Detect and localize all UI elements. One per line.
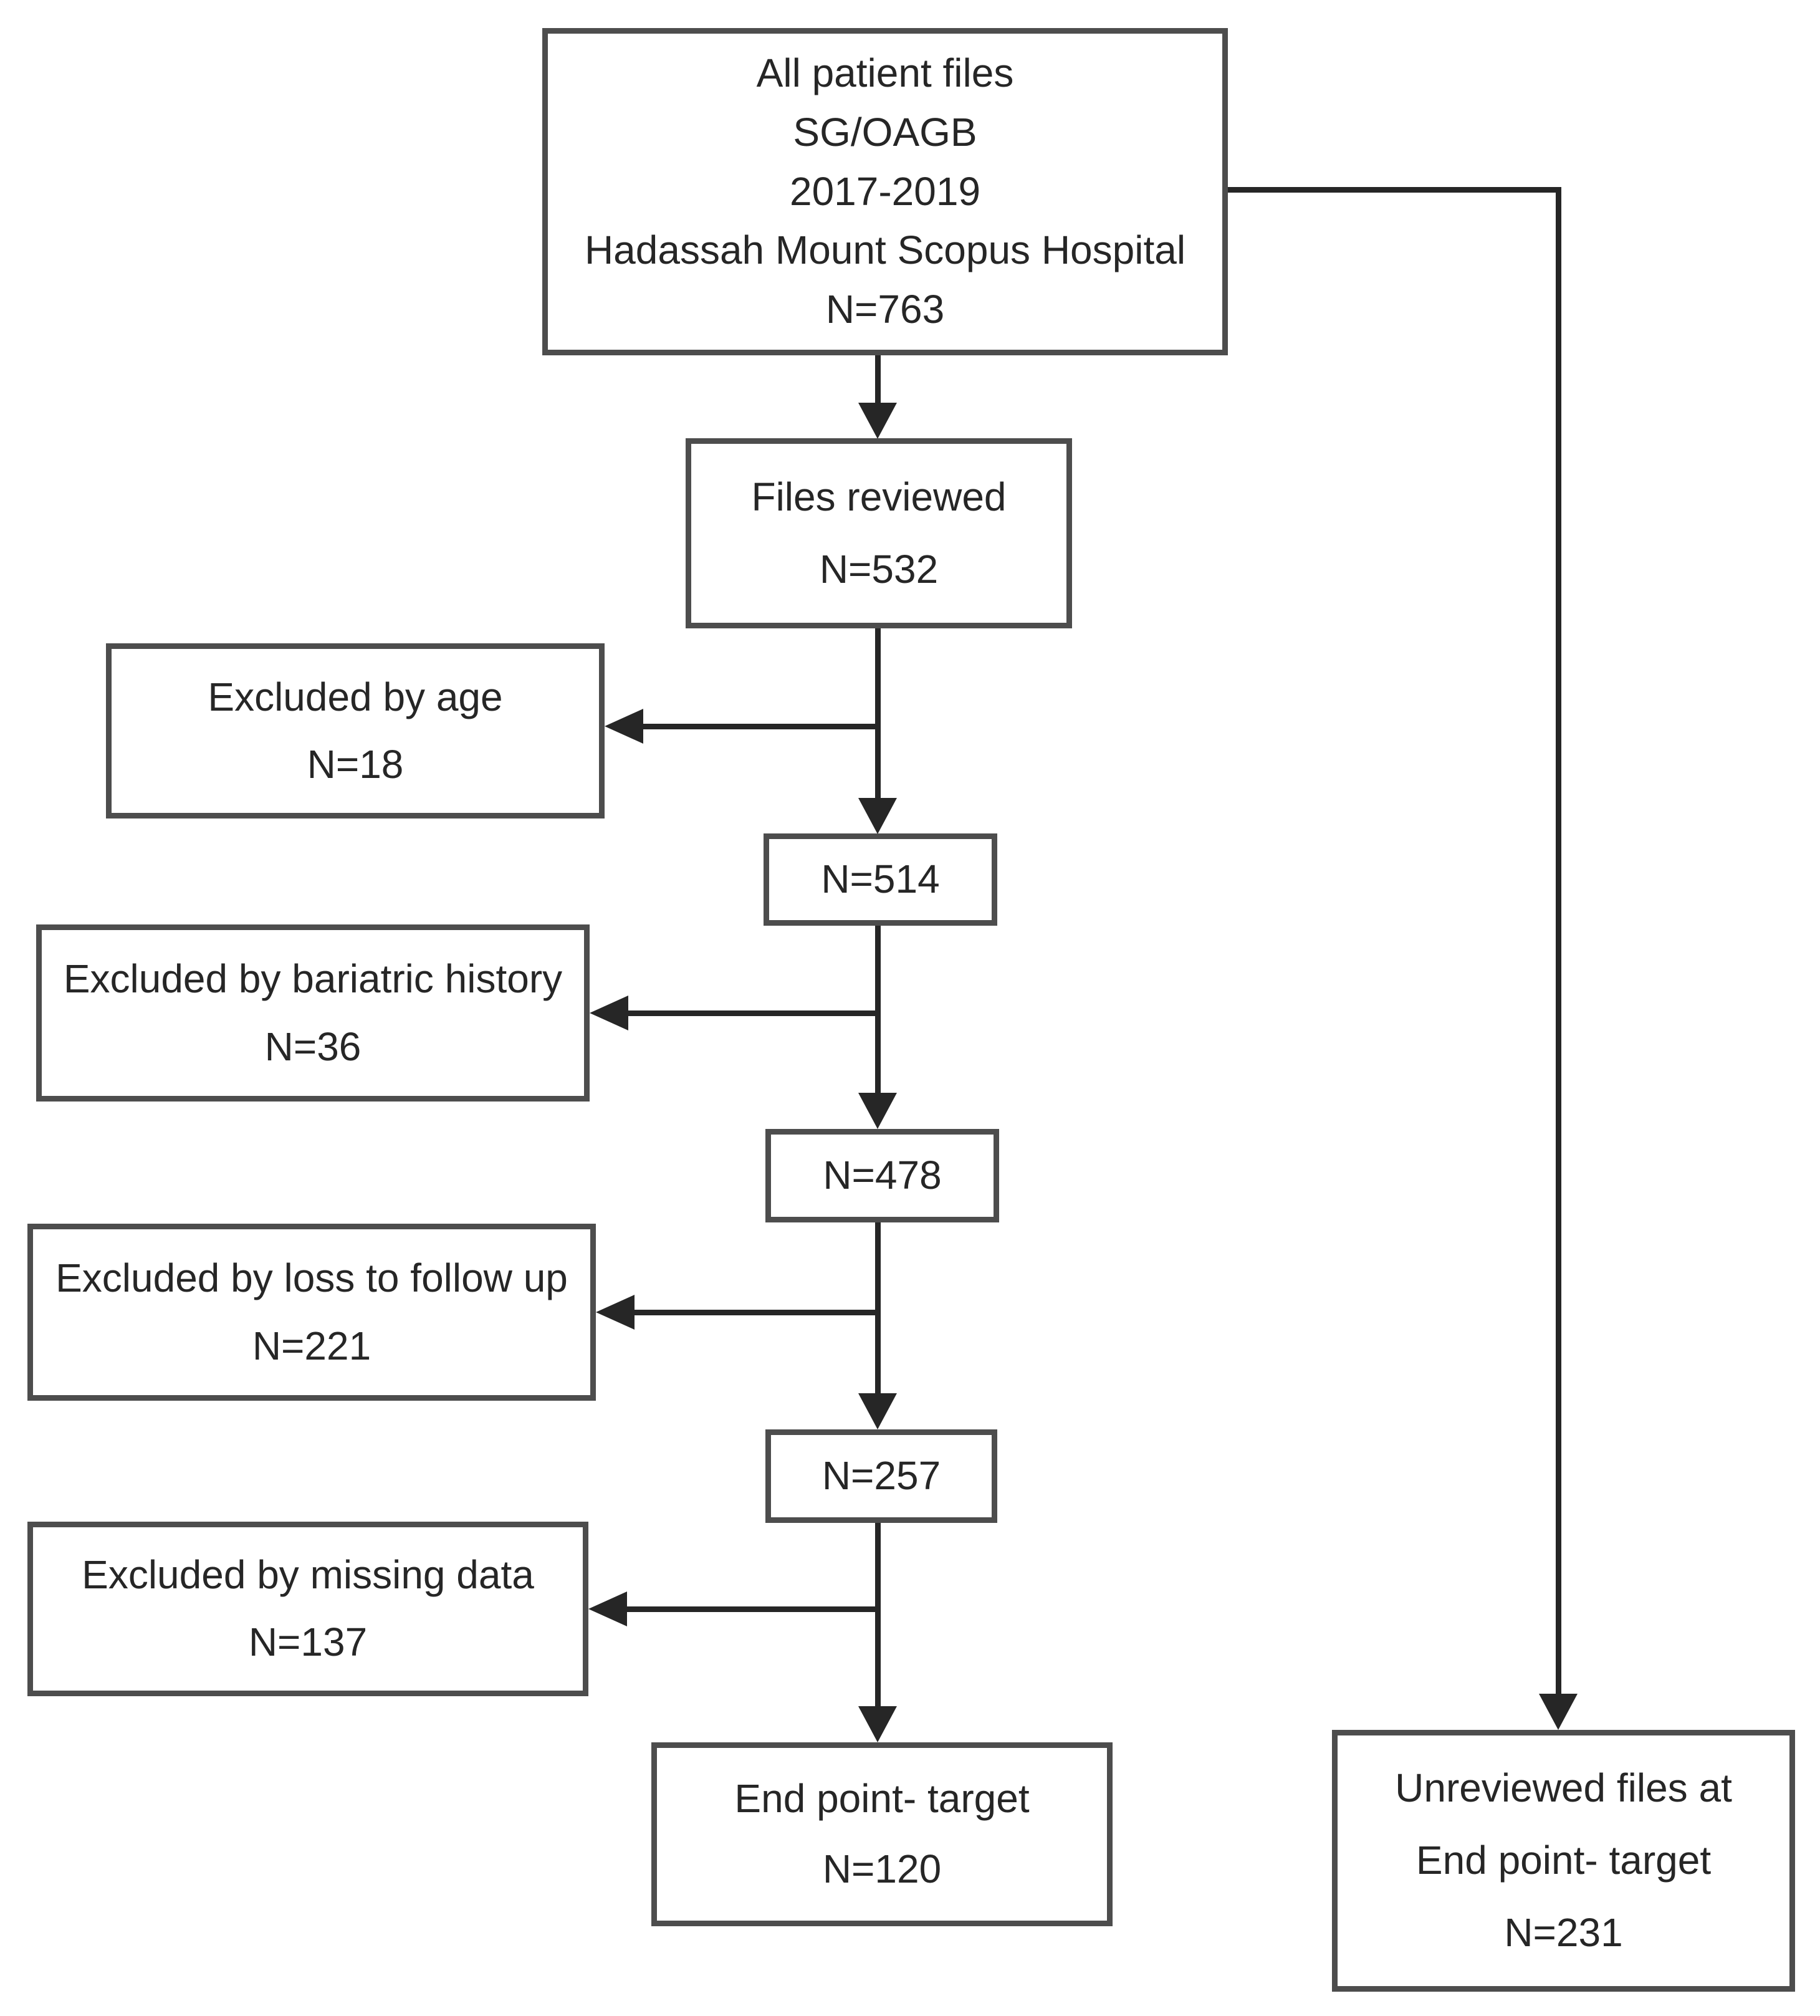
connector-source-to-unreviewed-horizontal xyxy=(1228,187,1561,193)
connector-reviewed-to-n514 xyxy=(875,628,881,798)
box-n257: N=257 xyxy=(765,1429,997,1523)
arrowhead-left-icon xyxy=(588,1591,627,1626)
box-all-patient-files: All patient files SG/OAGB 2017-2019 Hada… xyxy=(542,28,1228,355)
box-text-line: Unreviewed files at xyxy=(1395,1765,1732,1811)
arrowhead-down-icon xyxy=(858,798,897,834)
arrowhead-down-icon xyxy=(858,1093,897,1129)
box-n514: N=514 xyxy=(764,833,997,926)
box-text-line: N=221 xyxy=(252,1323,371,1368)
arrowhead-down-icon xyxy=(858,403,897,439)
box-text-line: Excluded by loss to follow up xyxy=(55,1255,568,1300)
box-unreviewed-files: Unreviewed files at End point- target N=… xyxy=(1332,1730,1795,1992)
connector-source-to-unreviewed-vertical xyxy=(1556,187,1561,1694)
box-excluded-by-age: Excluded by age N=18 xyxy=(106,643,605,818)
box-text-line: N=120 xyxy=(822,1846,942,1892)
box-text-line: N=478 xyxy=(823,1153,942,1198)
connector-n257-to-endpoint xyxy=(875,1523,881,1706)
arrowhead-left-icon xyxy=(590,996,628,1030)
connector-n514-to-n478 xyxy=(875,926,881,1093)
box-text-line: Hadassah Mount Scopus Hospital xyxy=(584,228,1186,273)
box-text-line: N=514 xyxy=(821,857,940,902)
box-text-line: N=532 xyxy=(819,546,939,592)
connector-branch-excluded-followup xyxy=(632,1310,878,1315)
box-text-line: End point- target xyxy=(1415,1838,1712,1883)
box-text-line: N=231 xyxy=(1504,1910,1623,1956)
box-text-line: N=763 xyxy=(825,287,945,332)
connector-source-to-reviewed xyxy=(875,355,881,403)
box-excluded-by-missing-data: Excluded by missing data N=137 xyxy=(27,1522,588,1696)
box-text-line: SG/OAGB xyxy=(793,109,977,155)
box-n478: N=478 xyxy=(765,1129,999,1222)
box-end-point-target: End point- target N=120 xyxy=(651,1742,1113,1926)
box-text-line: 2017-2019 xyxy=(789,168,981,214)
arrowhead-left-icon xyxy=(605,709,643,744)
box-text-line: N=257 xyxy=(821,1453,941,1499)
arrowhead-down-icon xyxy=(1539,1694,1578,1730)
arrowhead-down-icon xyxy=(858,1706,897,1742)
box-text-line: N=137 xyxy=(248,1620,368,1665)
connector-branch-excluded-missing xyxy=(625,1606,878,1612)
box-text-line: Files reviewed xyxy=(751,474,1007,519)
arrowhead-left-icon xyxy=(596,1295,635,1330)
box-text-line: Excluded by age xyxy=(208,674,503,719)
arrowhead-down-icon xyxy=(858,1393,897,1429)
box-text-line: Excluded by missing data xyxy=(82,1552,534,1598)
connector-branch-excluded-bariatric xyxy=(626,1010,878,1016)
box-excluded-by-loss-to-follow-up: Excluded by loss to follow up N=221 xyxy=(27,1224,596,1401)
connector-branch-excluded-age xyxy=(641,724,878,729)
box-files-reviewed: Files reviewed N=532 xyxy=(686,438,1072,628)
box-excluded-by-bariatric-history: Excluded by bariatric history N=36 xyxy=(36,924,590,1102)
box-text-line: End point- target xyxy=(734,1776,1030,1822)
box-text-line: All patient files xyxy=(756,50,1014,96)
box-text-line: Excluded by bariatric history xyxy=(63,956,563,1001)
connector-n478-to-n257 xyxy=(875,1222,881,1393)
box-text-line: N=36 xyxy=(264,1024,362,1069)
box-text-line: N=18 xyxy=(307,741,404,787)
